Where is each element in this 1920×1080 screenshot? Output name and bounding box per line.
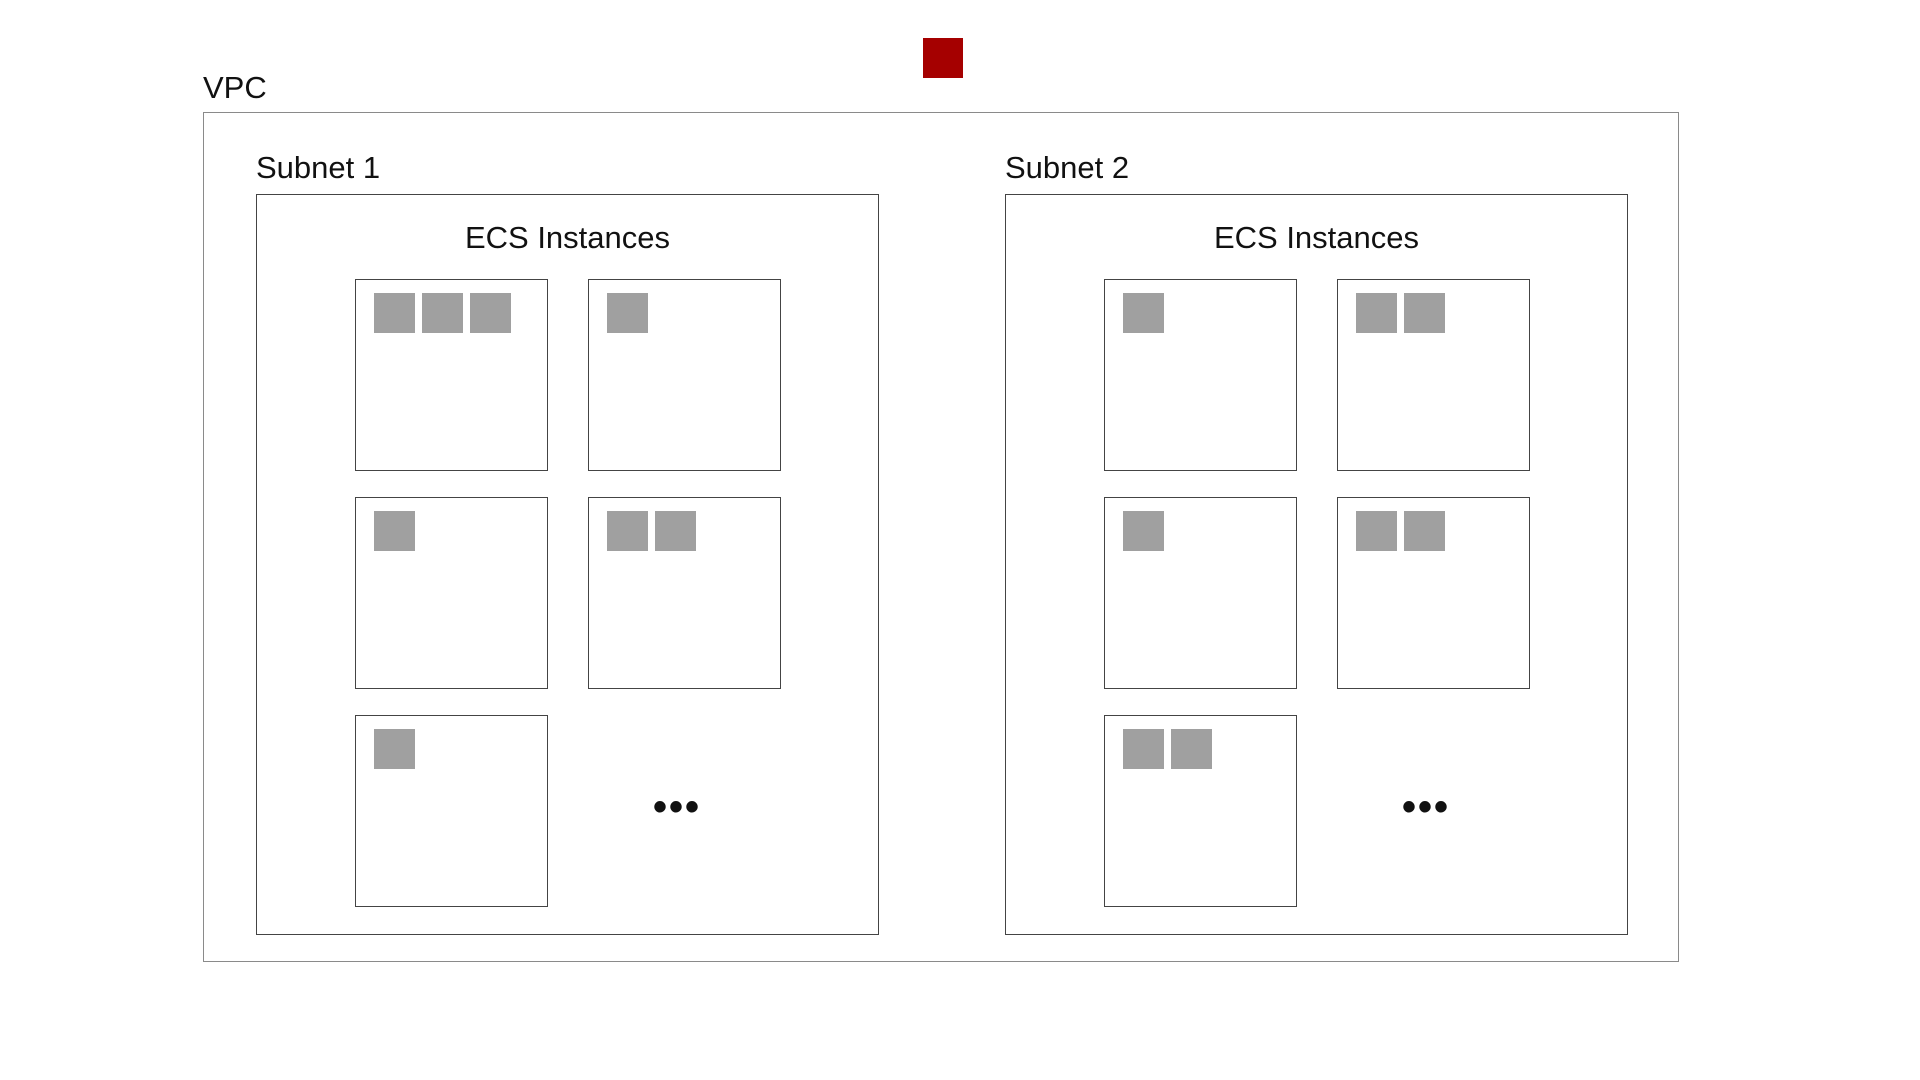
task-block xyxy=(1404,293,1445,333)
task-block xyxy=(1356,293,1397,333)
subnet-2-label: Subnet 2 xyxy=(1005,150,1130,185)
vpc-container xyxy=(203,112,1679,962)
subnet-2-ecs-title: ECS Instances xyxy=(1213,220,1420,255)
task-block xyxy=(607,511,648,551)
task-block xyxy=(1123,729,1164,769)
task-block xyxy=(1356,511,1397,551)
subnet-2-container xyxy=(1005,194,1628,935)
task-block xyxy=(1171,729,1212,769)
task-block xyxy=(1404,511,1445,551)
task-block xyxy=(1123,511,1164,551)
subnet-2-instance-2 xyxy=(1337,279,1530,471)
task-block xyxy=(1123,293,1164,333)
subnet-1-instance-4 xyxy=(588,497,781,689)
subnet-1-instance-2 xyxy=(588,279,781,471)
subnet-1-ecs-title: ECS Instances xyxy=(464,220,671,255)
subnet-2-instance-3 xyxy=(1104,497,1297,689)
subnet-1-container xyxy=(256,194,879,935)
subnet-1-instance-5 xyxy=(355,715,548,907)
task-block xyxy=(374,729,415,769)
subnet-2-more-ellipsis: ••• xyxy=(1402,785,1451,829)
subnet-1-label: Subnet 1 xyxy=(256,150,381,185)
task-block xyxy=(470,293,511,333)
task-block xyxy=(422,293,463,333)
subnet-2-instance-5 xyxy=(1104,715,1297,907)
subnet-2-instance-1 xyxy=(1104,279,1297,471)
task-block xyxy=(374,293,415,333)
task-block xyxy=(374,511,415,551)
accent-square xyxy=(923,38,963,78)
task-block xyxy=(655,511,696,551)
task-block xyxy=(607,293,648,333)
subnet-2-instance-4 xyxy=(1337,497,1530,689)
subnet-1-instance-3 xyxy=(355,497,548,689)
subnet-1-instance-1 xyxy=(355,279,548,471)
vpc-label: VPC xyxy=(203,70,267,105)
subnet-1-more-ellipsis: ••• xyxy=(653,785,702,829)
